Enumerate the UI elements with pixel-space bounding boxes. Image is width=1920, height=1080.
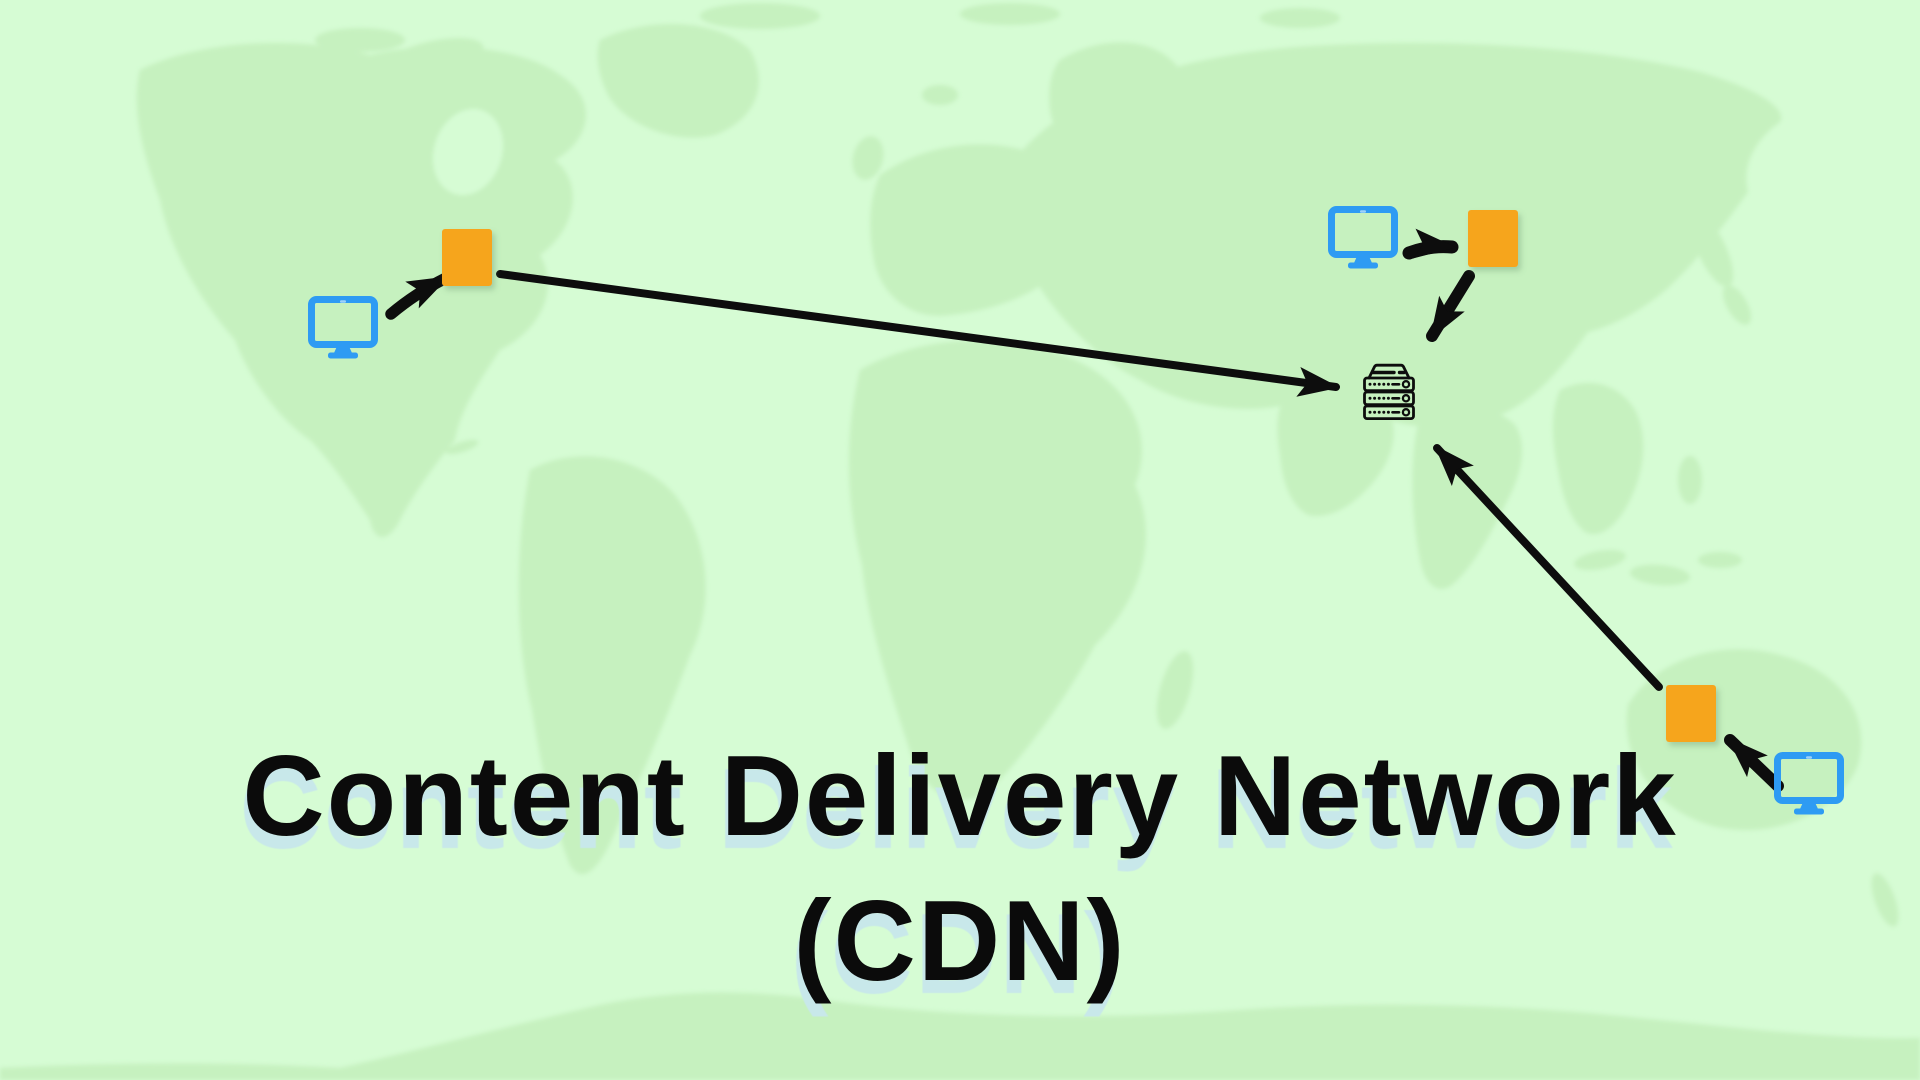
continent-antarctica: [0, 992, 1920, 1080]
arrow-edge-us-to-origin: [496, 270, 1340, 397]
edge-node-asia-square: [1468, 210, 1518, 267]
arrow-client-us-to-edge-us: [385, 272, 452, 320]
title-line-1: Content Delivery Network: [242, 733, 1678, 860]
client-us-monitor-icon: [312, 300, 375, 359]
arrow-client-asia-to-edge-asia: [1402, 228, 1459, 260]
origin-server-rack-icon: [1362, 363, 1416, 421]
arrow-edge-australia-to-origin: [1433, 444, 1663, 691]
arrow-edge-asia-to-origin: [1426, 270, 1475, 342]
continent-greenland: [597, 23, 759, 138]
continent-africa: [848, 340, 1146, 800]
arrow-client-australia-to-edge-australia: [1724, 734, 1784, 792]
client-asia-monitor-icon: [1332, 210, 1395, 269]
continent-south-america: [518, 456, 706, 875]
diagram-title: Content Delivery Network (CDN): [0, 724, 1920, 1014]
edge-node-us-square: [442, 229, 492, 286]
title-line-2: (CDN): [793, 878, 1127, 1005]
